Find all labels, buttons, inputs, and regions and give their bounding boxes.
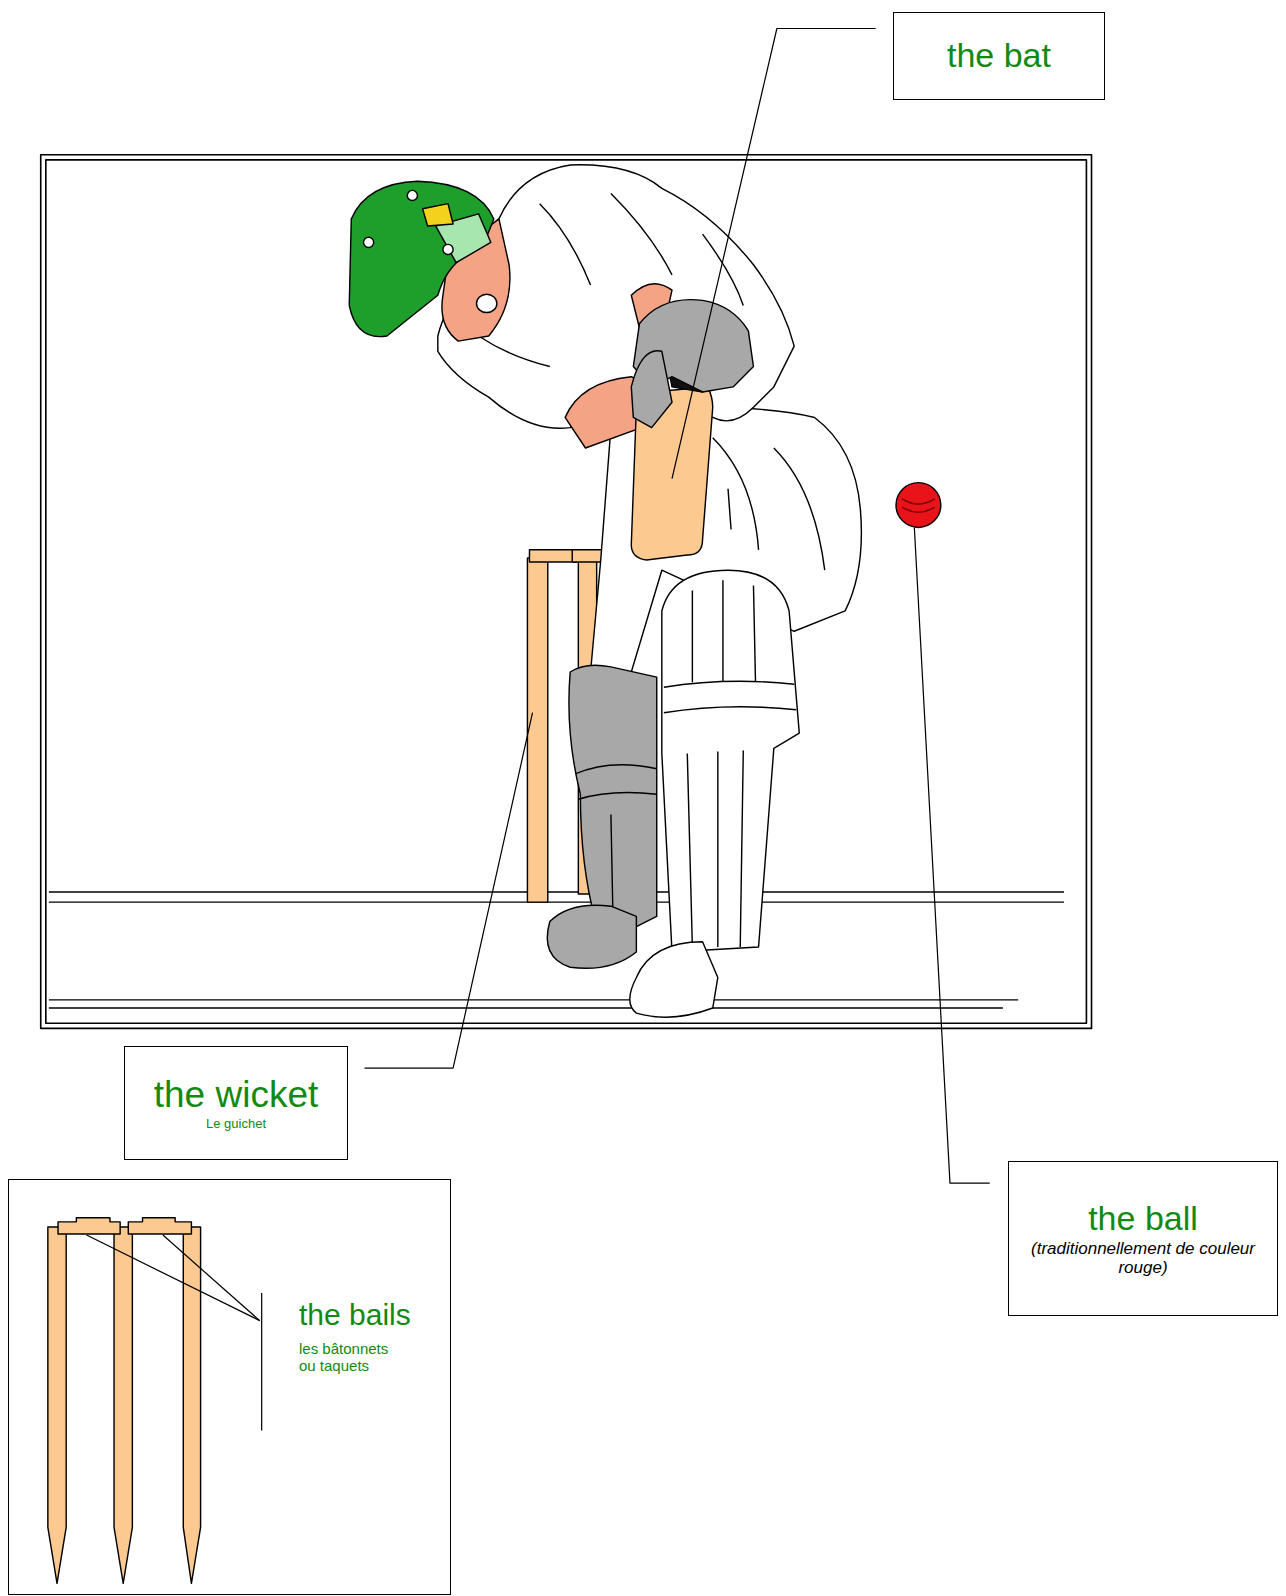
ball-seam [902, 499, 935, 512]
stump [527, 558, 547, 902]
bail [128, 1218, 191, 1234]
leader-line [914, 527, 989, 1183]
part-name: the wicket [154, 1074, 319, 1117]
helmet-badge [423, 204, 454, 226]
cricket-ball [896, 483, 941, 528]
shoe [547, 905, 636, 968]
leader-line [87, 1235, 260, 1321]
text-stack: the wicketLe guichet [125, 1047, 347, 1159]
helmet-vent [443, 244, 453, 254]
illustration-group [41, 29, 1092, 1584]
bail [529, 550, 576, 562]
fold-line [713, 438, 825, 570]
leader-line [163, 1235, 260, 1321]
leader-line [365, 713, 533, 1068]
label-box: the bat [893, 12, 1105, 100]
leader-line [672, 29, 876, 479]
part-name: the bat [947, 36, 1051, 75]
pad-line [575, 765, 656, 917]
crease-line [49, 999, 1018, 1000]
stump [114, 1227, 132, 1583]
leg-pad [662, 570, 799, 952]
helmet-vent [363, 237, 373, 247]
label-box: the wicketLe guichet [124, 1046, 348, 1160]
text-stack: the ball(traditionnellement de couleur r… [1009, 1162, 1277, 1315]
text-stack: the bat [894, 13, 1104, 99]
part-name: the ball [1088, 1199, 1198, 1238]
stump [48, 1227, 66, 1583]
crease-line [49, 1007, 1003, 1008]
translation-note: les bâtonnets ou taquets [299, 1340, 399, 1375]
pad-line [664, 580, 796, 947]
helmet [349, 181, 494, 336]
inset-box: the bails les bâtonnets ou taquets [8, 1179, 451, 1595]
translation-note: Le guichet [206, 1117, 266, 1132]
shoe [630, 942, 718, 1017]
frame-inner [46, 160, 1087, 1023]
helmet-vent [407, 190, 417, 200]
bail [58, 1218, 120, 1234]
part-name: the bails [299, 1298, 411, 1333]
crease-line [49, 891, 1064, 892]
label-box: the ball(traditionnellement de couleur r… [1008, 1161, 1278, 1316]
leg-pad [569, 665, 657, 926]
translation-note: (traditionnellement de couleur rouge) [1028, 1239, 1258, 1278]
glove [631, 351, 672, 428]
leader-line [261, 1293, 262, 1430]
crease-line [49, 901, 1064, 902]
stump [183, 1227, 200, 1583]
mouthguard [477, 294, 497, 312]
